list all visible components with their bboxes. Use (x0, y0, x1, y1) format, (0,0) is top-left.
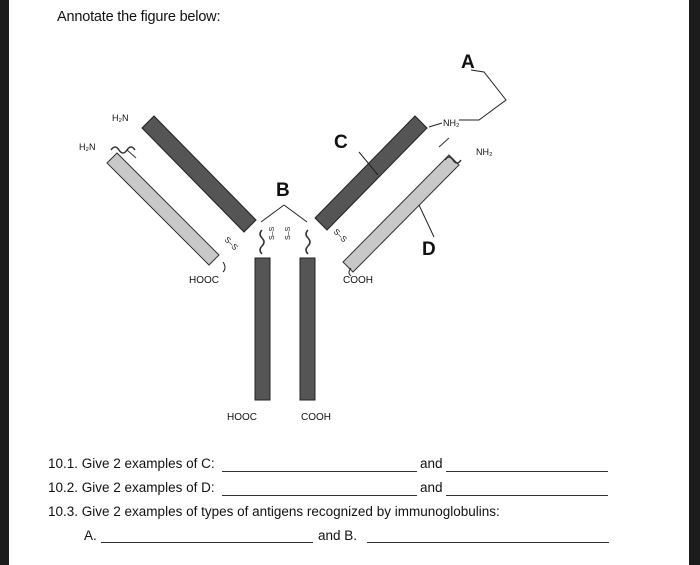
svg-text:S–S: S–S (285, 226, 292, 240)
tick-left (126, 149, 137, 159)
label-nh2-light-right: NH₂ (476, 147, 493, 157)
answer-10-2-second-blank[interactable] (446, 495, 608, 496)
label-b: B (276, 180, 290, 201)
pointer-d (418, 204, 435, 238)
pointer-a (459, 69, 507, 121)
answer-10-3-a-blank[interactable] (101, 542, 313, 543)
question-10-2-label: 10.2. Give 2 examples of D: (48, 480, 215, 495)
label-cooh-light-right: COOH (343, 275, 373, 286)
question-10-2-and: and (420, 480, 443, 495)
tick-right (438, 137, 450, 148)
answer-10-1-first-blank[interactable] (222, 471, 417, 472)
question-10-1-and: and (420, 456, 443, 471)
page-title: Annotate the figure below: (57, 9, 221, 25)
label-cooh-heavy-right: COOH (301, 412, 331, 423)
worksheet: Annotate the figure below: S–S S–S S–S S… (9, 0, 689, 565)
question-10-1-label: 10.1. Give 2 examples of C: (48, 456, 215, 471)
question-10-3-answer-b-label: and B. (318, 528, 358, 543)
label-h2n-light-left: H₂N (79, 142, 96, 152)
pointer-c (358, 151, 379, 176)
label-d: D (422, 239, 436, 260)
right-heavy-chain (314, 115, 428, 231)
answer-10-2-first-blank[interactable] (222, 495, 417, 496)
pointer-cooh-right (348, 267, 352, 277)
variable-wiggle-right-light (444, 156, 462, 164)
antibody-diagram: S–S S–S S–S S–S A B C D H₂N H₂N NH₂ NH₂ … (79, 52, 507, 423)
answer-10-1-second-blank[interactable] (446, 471, 608, 472)
label-hooc-heavy-left: HOOC (227, 412, 257, 423)
pointer-b (260, 204, 308, 223)
left-heavy-chain (141, 115, 257, 233)
question-10-3-label: 10.3. Give 2 examples of types of antige… (48, 504, 500, 519)
label-a: A (461, 52, 475, 73)
disulfide-right: S–S (332, 227, 349, 244)
disulfide-left: S–S (223, 235, 240, 252)
hinge-wiggle-left (259, 229, 265, 255)
left-heavy-stem (254, 257, 271, 401)
pointer-hooc-left (222, 261, 226, 273)
right-heavy-stem (299, 257, 316, 401)
label-c: C (334, 132, 348, 153)
hinge-disulfides: S–S S–S (269, 226, 292, 240)
answer-10-3-b-blank[interactable] (367, 542, 609, 543)
label-nh2-heavy-right: NH₂ (443, 118, 460, 128)
svg-text:S–S: S–S (269, 226, 276, 240)
question-10-3-answer-a-label: A. (84, 528, 97, 543)
pointer-nh2-right-heavy (428, 122, 443, 128)
variable-wiggle-left-light (110, 146, 136, 154)
left-light-chain (106, 152, 220, 266)
label-h2n-heavy-left: H₂N (112, 113, 129, 123)
hinge-wiggle-right (305, 229, 311, 255)
label-hooc-light-left: HOOC (189, 275, 219, 286)
